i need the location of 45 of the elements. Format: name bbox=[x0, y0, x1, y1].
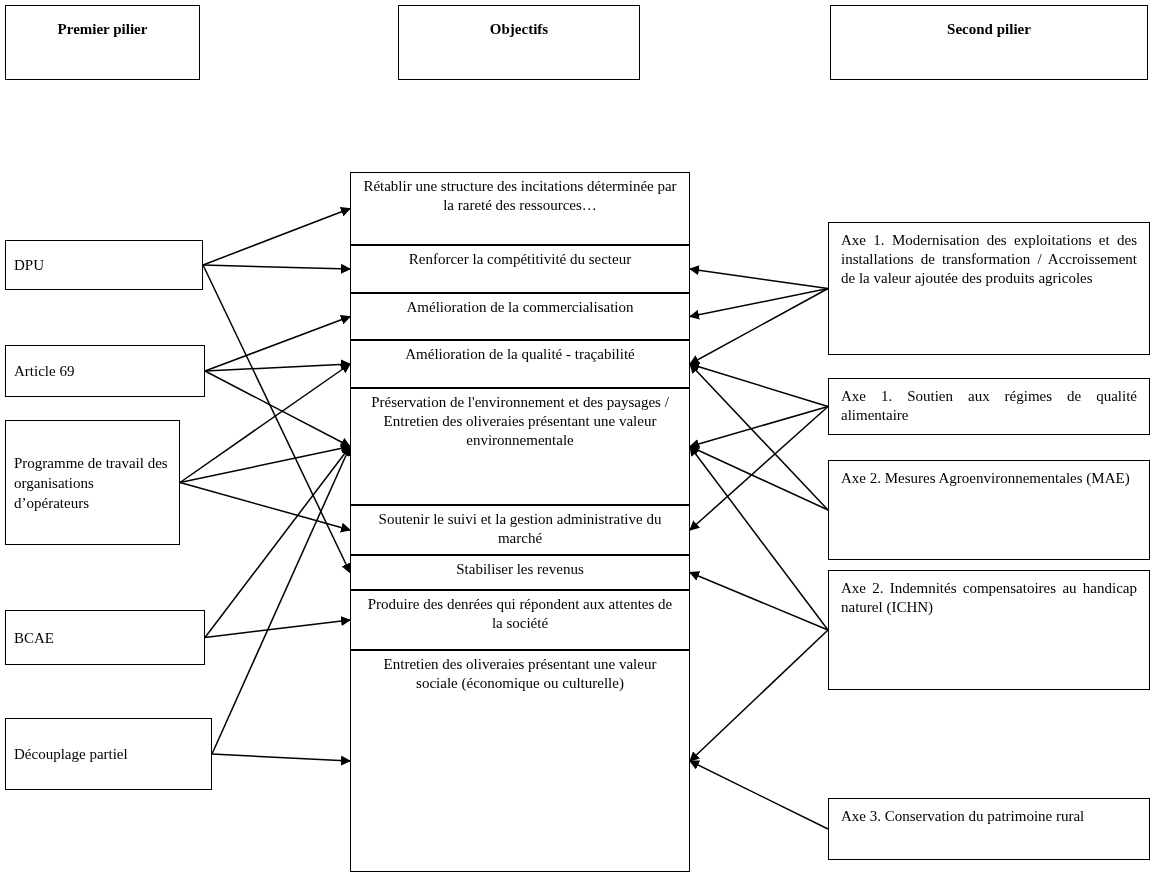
measure-box: Programme de travail des organisations d’opérateurs bbox=[5, 420, 180, 545]
axis-box: Axe 1. Soutien aux régimes de qualité alimentaire bbox=[828, 378, 1150, 435]
objective-box: Soutenir le suivi et la gestion administrative du marché bbox=[350, 505, 690, 555]
objective-box: Amélioration de la commercialisation bbox=[350, 293, 690, 340]
arrow bbox=[202, 263, 351, 274]
arrow bbox=[689, 287, 829, 320]
arrow bbox=[689, 363, 829, 511]
arrow bbox=[202, 264, 351, 574]
objective-box: Rétablir une structure des incitations déterminée par la rareté des ressources… bbox=[350, 172, 690, 245]
objective-box: Amélioration de la qualité - traçabilité bbox=[350, 340, 690, 388]
objective-box: Préservation de l'environnement et des paysages / Entretien des oliveraies présentant une valeur environnementale bbox=[350, 388, 690, 505]
objective-box: Stabiliser les revenus bbox=[350, 555, 690, 590]
measure-box: DPU bbox=[5, 240, 203, 290]
arrow bbox=[689, 571, 829, 631]
arrow bbox=[689, 361, 829, 408]
objective-box: Produire des denrées qui répondent aux attentes de la société bbox=[350, 590, 690, 650]
arrow bbox=[179, 481, 351, 533]
objective-box: Renforcer la compétitivité du secteur bbox=[350, 245, 690, 293]
arrow bbox=[204, 359, 351, 372]
arrow bbox=[689, 445, 829, 631]
arrow bbox=[689, 760, 829, 830]
header-box: Objectifs bbox=[398, 5, 640, 80]
objective-box: Entretien des oliveraies présentant une valeur sociale (économique ou culturelle) bbox=[350, 650, 690, 872]
arrow bbox=[689, 405, 829, 449]
arrow bbox=[204, 315, 351, 372]
arrow bbox=[179, 363, 351, 484]
axis-box: Axe 1. Modernisation des exploitations et des installations de transformation / Accroissement de la valeur ajoutée des produits agricoles bbox=[828, 222, 1150, 355]
arrow bbox=[689, 445, 829, 511]
axis-box: Axe 3. Conservation du patrimoine rural bbox=[828, 798, 1150, 860]
measure-box: Découplage partiel bbox=[5, 718, 212, 790]
header-box: Premier pilier bbox=[5, 5, 200, 80]
header-box: Second pilier bbox=[830, 5, 1148, 80]
arrow bbox=[689, 629, 829, 762]
measure-box: Article 69 bbox=[5, 345, 205, 397]
arrow bbox=[211, 753, 351, 766]
arrow bbox=[204, 616, 351, 639]
arrow bbox=[689, 405, 829, 531]
arrow bbox=[689, 287, 829, 365]
measure-box: BCAE bbox=[5, 610, 205, 665]
arrow bbox=[204, 370, 351, 448]
arrow bbox=[689, 265, 829, 290]
axis-box: Axe 2. Mesures Agroenvironnementales (MAE) bbox=[828, 460, 1150, 560]
arrow bbox=[202, 207, 351, 266]
arrow bbox=[179, 443, 351, 484]
axis-box: Axe 2. Indemnités compensatoires au handicap naturel (ICHN) bbox=[828, 570, 1150, 690]
